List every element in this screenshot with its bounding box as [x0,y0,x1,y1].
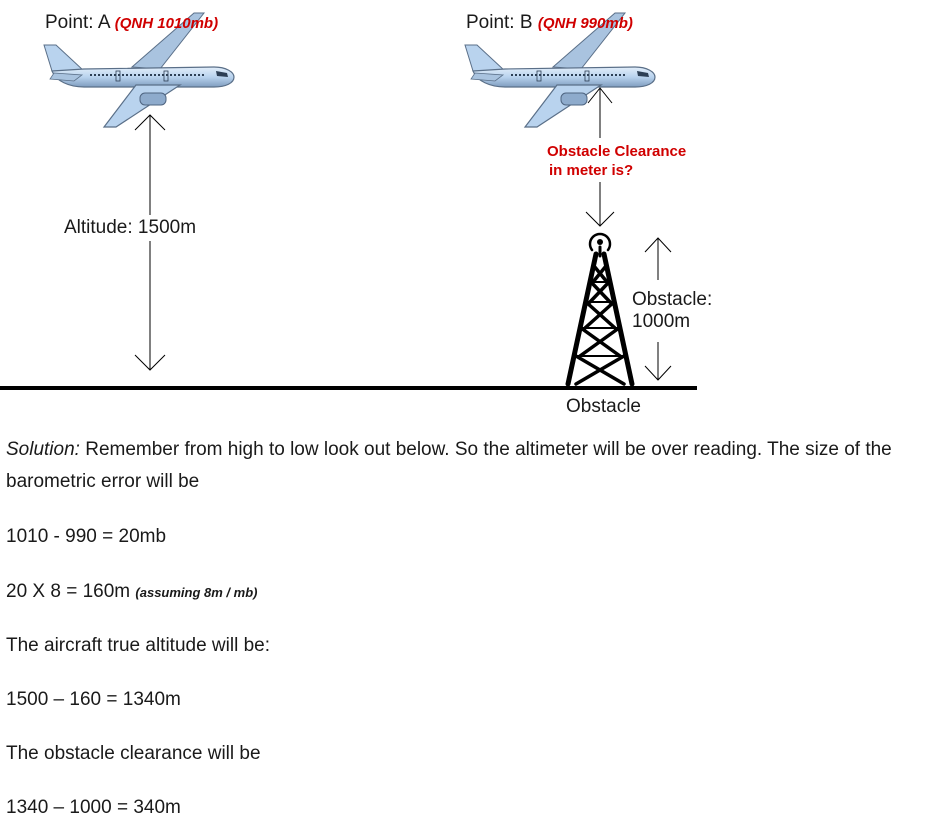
clearance-intro: The obstacle clearance will be [6,743,261,764]
clearance-arrow [585,87,615,227]
obstacle-height-line1: Obstacle: [632,289,713,310]
point-b-label: Point: B (QNH 990mb) [466,12,633,34]
point-a-name: Point: A [45,12,110,33]
altitude-arrow [134,114,166,371]
altitude-label: Altitude: 1500m [62,215,199,241]
true-alt-calc: 1500 – 160 = 1340m [6,689,181,710]
point-a-qnh: (QNH 1010mb) [114,15,219,32]
obstacle-height-arrow [644,237,672,381]
radio-tower-icon [565,232,635,387]
error-calc: 20 X 8 = 160m [6,581,131,602]
point-b-name: Point: B [466,12,533,33]
clearance-calc: 1340 – 1000 = 340m [6,797,181,818]
obstacle-caption: Obstacle [566,396,641,417]
pressure-diff-line: 1010 - 990 = 20mb [6,526,167,547]
obstacle-height-line2: 1000m [632,311,691,332]
solution-label: Solution: [6,439,80,460]
solution-paragraph: Solution: Remember from high to low look… [6,434,946,498]
clearance-question-line1: Obstacle Clearance [547,143,687,160]
solution-text: Remember from high to low look out below… [6,439,892,492]
clearance-question-line2: in meter is? [549,162,634,179]
point-b-qnh: (QNH 990mb) [537,15,633,32]
error-note: (assuming 8m / mb) [135,585,258,600]
obstacle-height-label: Obstacle: 1000m [632,289,712,333]
point-a-label: Point: A (QNH 1010mb) [45,12,218,34]
clearance-question: Obstacle Clearance in meter is? [547,142,686,180]
error-calc-line: 20 X 8 = 160m (assuming 8m / mb) [6,581,257,603]
true-alt-intro: The aircraft true altitude will be: [6,635,271,656]
